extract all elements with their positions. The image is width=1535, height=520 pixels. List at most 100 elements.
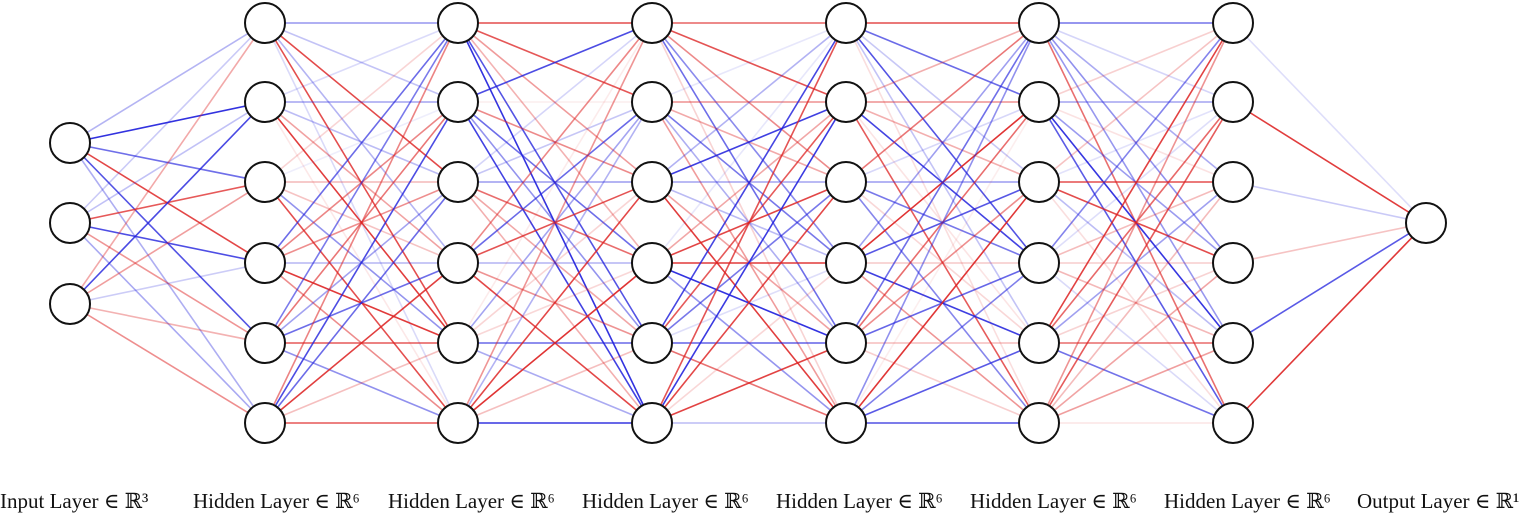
neuron-layer3-2 (631, 161, 673, 203)
connection-l5-n3-to-n4 (1038, 262, 1234, 344)
connection-l2-n4-to-n1 (457, 101, 653, 344)
connection-l4-n3-to-n0 (845, 22, 1040, 264)
neuron-layer5-1 (1018, 81, 1060, 123)
neuron-layer4-1 (825, 81, 867, 123)
connection-l1-n3-to-n0 (264, 22, 459, 264)
neuron-layer7-0 (1405, 202, 1447, 244)
connection-l6-n0-to-n0 (1232, 22, 1427, 224)
connection-l2-n5-to-n0 (457, 22, 653, 424)
connection-l5-n1-to-n0 (1038, 22, 1234, 103)
connection-l0-n0-to-n1 (69, 101, 266, 144)
connection-l4-n1-to-n2 (845, 101, 1040, 183)
connection-l2-n4-to-n2 (457, 181, 653, 344)
neuron-layer6-3 (1212, 242, 1254, 284)
connection-l1-n5-to-n1 (264, 101, 459, 424)
connection-l1-n2-to-n0 (264, 22, 459, 183)
connection-l5-n4-to-n1 (1038, 101, 1234, 344)
connection-l0-n2-to-n0 (69, 22, 266, 305)
connection-l6-n2-to-n0 (1232, 181, 1427, 224)
connection-l3-n1-to-n0 (651, 22, 847, 103)
connection-l0-n2-to-n4 (69, 303, 266, 344)
connection-l3-n5-to-n4 (651, 342, 847, 424)
connection-l5-n2-to-n0 (1038, 22, 1234, 183)
connection-l5-n5-to-n2 (1038, 181, 1234, 424)
connection-l2-n3-to-n1 (457, 101, 653, 264)
connection-l3-n4-to-n0 (651, 22, 847, 344)
connection-l1-n5-to-n3 (264, 262, 459, 424)
neuron-layer3-1 (631, 81, 673, 123)
connection-l2-n4-to-n0 (457, 22, 653, 344)
neuron-layer4-3 (825, 242, 867, 284)
connection-l3-n5-to-n0 (651, 22, 847, 424)
neuron-layer2-1 (437, 81, 479, 123)
connection-l5-n4-to-n3 (1038, 262, 1234, 344)
layer-label-hidden-6: Hidden Layer ∈ ℝ⁶ (1164, 489, 1331, 513)
connection-l2-n3-to-n0 (457, 22, 653, 264)
connection-l1-n5-to-n0 (264, 22, 459, 424)
neuron-layer2-4 (437, 322, 479, 364)
connection-l0-n0-to-n5 (69, 142, 266, 424)
connection-l0-n2-to-n3 (69, 262, 266, 305)
neuron-layer1-1 (244, 81, 286, 123)
connection-l6-n3-to-n0 (1232, 222, 1427, 264)
layer-label-output: Output Layer ∈ ℝ¹ (1357, 489, 1519, 513)
neuron-layer4-5 (825, 402, 867, 444)
connection-l1-n4-to-n0 (264, 22, 459, 344)
connection-l5-n0-to-n1 (1038, 22, 1234, 103)
connection-l5-n5-to-n0 (1038, 22, 1234, 424)
connection-l4-n1-to-n0 (845, 22, 1040, 103)
neuron-layer5-3 (1018, 242, 1060, 284)
neuron-layer6-5 (1212, 402, 1254, 444)
neuron-layer5-4 (1018, 322, 1060, 364)
connection-l0-n0-to-n2 (69, 142, 266, 183)
connection-l0-n1-to-n4 (69, 222, 266, 344)
neuron-layer2-3 (437, 242, 479, 284)
connection-l1-n5-to-n4 (264, 342, 459, 424)
connection-l5-n3-to-n0 (1038, 22, 1234, 264)
connection-l6-n1-to-n0 (1232, 101, 1427, 224)
connection-l4-n4-to-n2 (845, 181, 1040, 344)
neuron-layer1-0 (244, 2, 286, 44)
connection-l6-n5-to-n0 (1232, 222, 1427, 424)
neuron-layer4-0 (825, 2, 867, 44)
neuron-layer1-2 (244, 161, 286, 203)
connection-l1-n1-to-n0 (264, 22, 459, 103)
neuron-layer0-0 (49, 122, 91, 164)
connection-l2-n2-to-n4 (457, 181, 653, 344)
layer-label-hidden-3: Hidden Layer ∈ ℝ⁶ (582, 489, 749, 513)
connection-l5-n5-to-n1 (1038, 101, 1234, 424)
connection-l3-n5-to-n1 (651, 101, 847, 424)
connection-l3-n5-to-n3 (651, 262, 847, 424)
connection-l2-n0-to-n2 (457, 22, 653, 183)
neuron-layer5-5 (1018, 402, 1060, 444)
connection-l2-n4-to-n5 (457, 342, 653, 424)
connection-l0-n1-to-n3 (69, 222, 266, 264)
connection-l3-n2-to-n1 (651, 101, 847, 183)
layer-label-input: Input Layer ∈ ℝ³ (0, 489, 148, 513)
neuron-layer2-5 (437, 402, 479, 444)
connection-l4-n5-to-n2 (845, 181, 1040, 424)
connection-l2-n3-to-n2 (457, 181, 653, 264)
connection-l4-n5-to-n1 (845, 101, 1040, 424)
connection-l5-n4-to-n0 (1038, 22, 1234, 344)
neuron-layer5-2 (1018, 161, 1060, 203)
connection-l2-n2-to-n0 (457, 22, 653, 183)
connection-l1-n5-to-n2 (264, 181, 459, 424)
neuron-layer4-2 (825, 161, 867, 203)
neuron-layer1-3 (244, 242, 286, 284)
connection-l3-n2-to-n0 (651, 22, 847, 183)
neurons-group (49, 2, 1447, 444)
neuron-layer5-0 (1018, 2, 1060, 44)
neuron-layer2-2 (437, 161, 479, 203)
connection-l4-n5-to-n3 (845, 262, 1040, 424)
connection-l6-n4-to-n0 (1232, 222, 1427, 344)
connection-l0-n1-to-n5 (69, 222, 266, 424)
connection-l4-n5-to-n0 (845, 22, 1040, 424)
connection-l2-n1-to-n0 (457, 22, 653, 103)
connection-l2-n5-to-n4 (457, 342, 653, 424)
neuron-layer6-1 (1212, 81, 1254, 123)
connection-l0-n2-to-n1 (69, 101, 266, 305)
connection-l2-n1-to-n5 (457, 101, 653, 424)
neuron-layer0-2 (49, 283, 91, 325)
